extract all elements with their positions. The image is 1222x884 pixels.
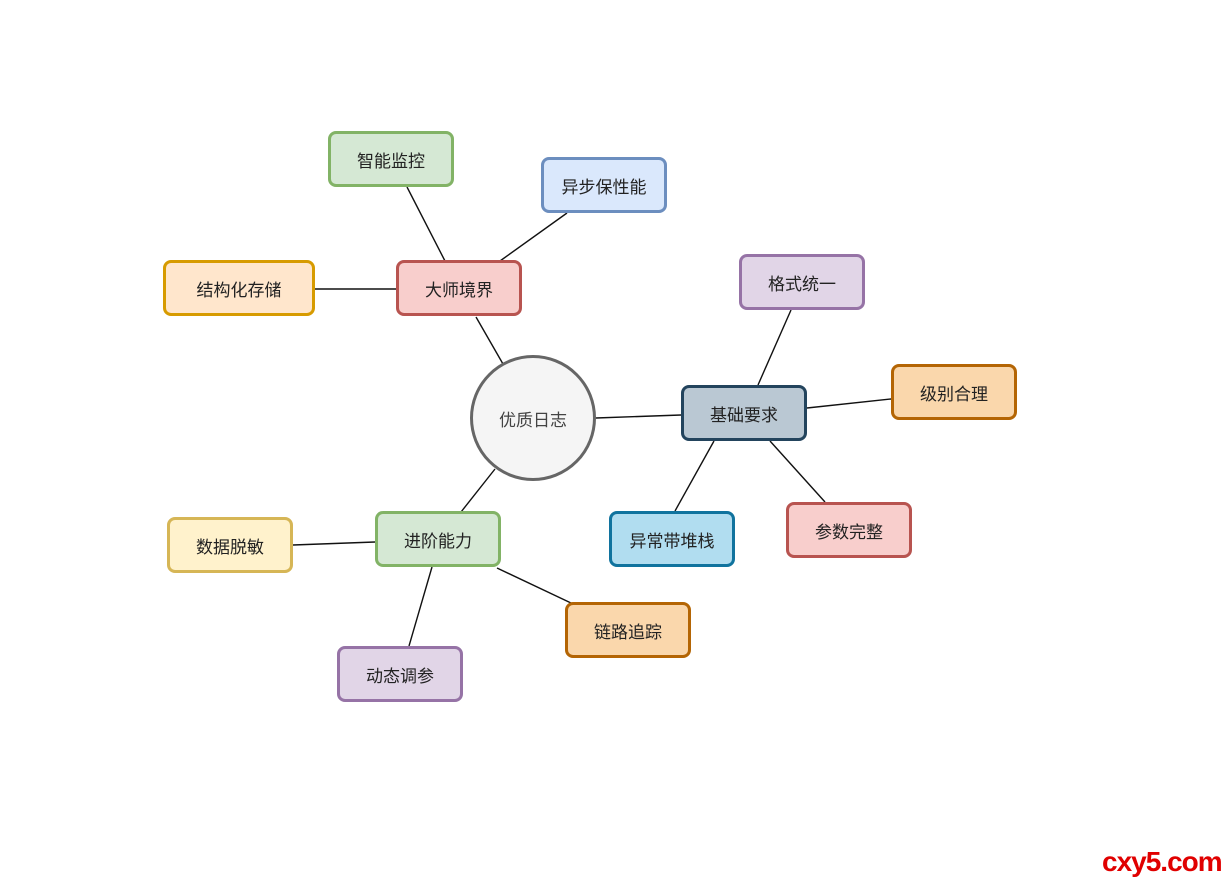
branch-node-advanced[interactable]: 进阶能力 — [375, 511, 501, 567]
leaf-node-smart-monitor-label: 智能监控 — [357, 151, 425, 172]
connector-center-advanced — [460, 468, 496, 513]
connector-basic-format-unified — [757, 309, 792, 386]
leaf-node-trace-tracking[interactable]: 链路追踪 — [565, 602, 691, 658]
connector-advanced-dynamic-tuning — [408, 566, 433, 647]
leaf-node-structured-store-label: 结构化存储 — [196, 280, 282, 301]
leaf-node-structured-store[interactable]: 结构化存储 — [163, 260, 315, 316]
center-node-label: 优质日志 — [499, 410, 567, 431]
leaf-node-exception-stack[interactable]: 异常带堆栈 — [609, 511, 735, 567]
connector-master-smart-monitor — [406, 186, 446, 262]
branch-node-advanced-label: 进阶能力 — [404, 531, 472, 552]
leaf-node-data-masking[interactable]: 数据脱敏 — [167, 517, 293, 573]
connector-basic-exception-stack — [674, 440, 715, 512]
leaf-node-exception-stack-label: 异常带堆栈 — [629, 531, 715, 552]
leaf-node-dynamic-tuning-label: 动态调参 — [366, 666, 434, 687]
connector-basic-level-reasonable — [806, 398, 892, 409]
leaf-node-level-reasonable-label: 级别合理 — [920, 384, 988, 405]
leaf-node-format-unified-label: 格式统一 — [768, 274, 836, 295]
leaf-node-params-complete-label: 参数完整 — [815, 522, 883, 543]
connector-center-master — [475, 316, 504, 365]
leaf-node-smart-monitor[interactable]: 智能监控 — [328, 131, 454, 187]
leaf-node-format-unified[interactable]: 格式统一 — [739, 254, 865, 310]
center-node[interactable]: 优质日志 — [470, 355, 596, 481]
leaf-node-trace-tracking-label: 链路追踪 — [594, 622, 662, 643]
connector-master-async-perf — [499, 212, 568, 262]
connector-advanced-trace-tracking — [496, 567, 572, 604]
connector-basic-params-complete — [769, 440, 826, 503]
watermark-logo: cxy5.com — [1102, 846, 1222, 877]
branch-node-master-label: 大师境界 — [425, 280, 493, 301]
leaf-node-dynamic-tuning[interactable]: 动态调参 — [337, 646, 463, 702]
leaf-node-async-perf-label: 异步保性能 — [561, 177, 647, 198]
leaf-node-level-reasonable[interactable]: 级别合理 — [891, 364, 1017, 420]
connector-advanced-data-masking — [292, 541, 376, 546]
branch-node-master[interactable]: 大师境界 — [396, 260, 522, 316]
leaf-node-params-complete[interactable]: 参数完整 — [786, 502, 912, 558]
branch-node-basic-label: 基础要求 — [710, 405, 778, 426]
connector-center-basic — [595, 414, 682, 419]
branch-node-basic[interactable]: 基础要求 — [681, 385, 807, 441]
leaf-node-data-masking-label: 数据脱敏 — [196, 537, 264, 558]
leaf-node-async-perf[interactable]: 异步保性能 — [541, 157, 667, 213]
